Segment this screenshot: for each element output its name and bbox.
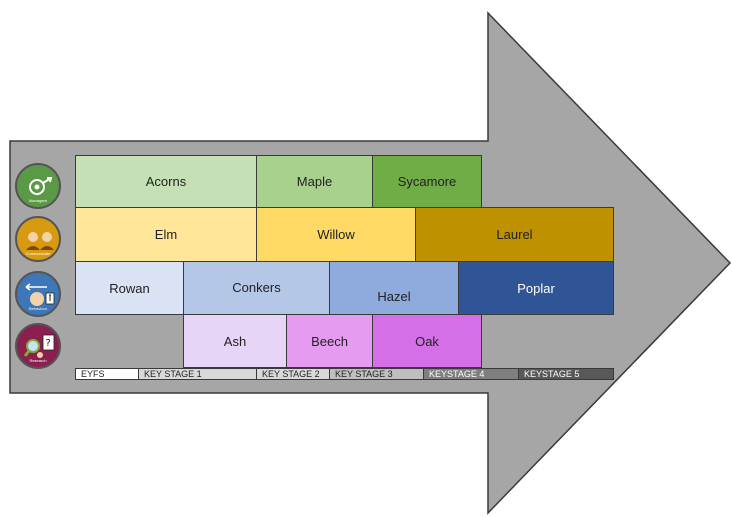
class-hazel: Hazel xyxy=(329,261,459,315)
class-acorns: Acorns xyxy=(75,155,257,208)
class-beech: Beech xyxy=(286,314,373,368)
class-oak: Oak xyxy=(372,314,482,368)
class-conkers: Conkers xyxy=(183,261,330,315)
mind-map-icon: Managers xyxy=(15,163,61,209)
stage-ks3: KEY STAGE 3 xyxy=(329,368,424,380)
svg-text:?: ? xyxy=(46,338,51,349)
stage-ks5: KEYSTAGE 5 xyxy=(518,368,614,380)
class-willow: Willow xyxy=(256,207,416,262)
question-magnifier-icon: ? Research xyxy=(15,323,61,369)
class-elm: Elm xyxy=(75,207,257,262)
class-ash: Ash xyxy=(183,314,287,368)
stage-ks2: KEY STAGE 2 xyxy=(256,368,330,380)
mind-map-caption: Managers xyxy=(29,198,47,203)
class-poplar: Poplar xyxy=(458,261,614,315)
stage-ks1: KEY STAGE 1 xyxy=(138,368,257,380)
person-thinking-caption: Behaviour xyxy=(28,306,47,311)
group-icon: Communicate xyxy=(15,216,61,262)
class-sycamore: Sycamore xyxy=(372,155,482,208)
class-laurel: Laurel xyxy=(415,207,614,262)
group-caption: Communicate xyxy=(25,251,51,256)
class-maple: Maple xyxy=(256,155,373,208)
stage-ks4: KEYSTAGE 4 xyxy=(423,368,519,380)
class-rowan: Rowan xyxy=(75,261,184,315)
stage-eyfs: EYFS xyxy=(75,368,139,380)
person-thinking-icon: Behaviour xyxy=(15,271,61,317)
question-magnifier-caption: Research xyxy=(29,358,47,363)
